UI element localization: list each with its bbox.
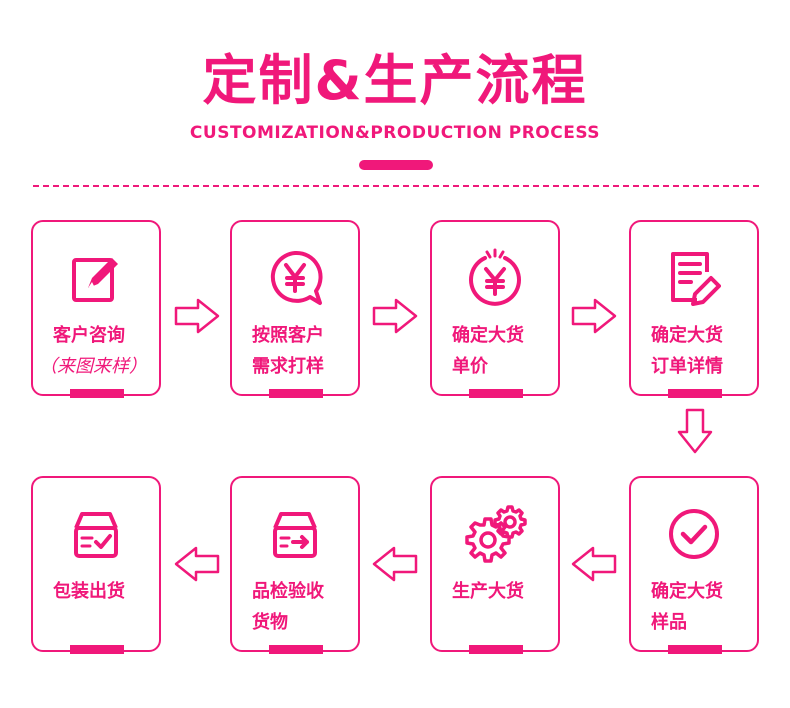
step-customer-consult: 客户咨询 （来图来样） bbox=[31, 220, 161, 398]
card-bar bbox=[269, 389, 323, 398]
step-label-line2: （来图来样） bbox=[39, 356, 147, 377]
step-label-line1: 确定大货 bbox=[651, 325, 723, 346]
step-packing-shipping: 包装出货 bbox=[31, 476, 161, 654]
step-label: 生产大货 bbox=[452, 576, 552, 607]
step-label: 确定大货 单价 bbox=[452, 320, 552, 382]
step-quality-inspection: 品检验收 货物 bbox=[230, 476, 360, 654]
step-label-line1: 品检验收 bbox=[252, 581, 324, 602]
yuan-chat-bubble-icon bbox=[232, 248, 358, 308]
step-label-line2: 样品 bbox=[651, 612, 687, 633]
step-label-line1: 生产大货 bbox=[452, 581, 524, 602]
page-subtitle: CUSTOMIZATION&PRODUCTION PROCESS bbox=[189, 123, 601, 143]
card-bar bbox=[70, 389, 124, 398]
step-unit-price: 确定大货 单价 bbox=[430, 220, 560, 398]
card-bar bbox=[70, 645, 124, 654]
step-mass-production: 生产大货 bbox=[430, 476, 560, 654]
step-label-line1: 客户咨询 bbox=[53, 325, 125, 346]
step-label: 确定大货 订单详情 bbox=[651, 320, 751, 382]
dashed-divider bbox=[33, 185, 759, 187]
arrow-right-icon bbox=[372, 298, 418, 334]
gears-icon bbox=[432, 504, 558, 564]
step-label-line2: 货物 bbox=[252, 612, 288, 633]
card-bar bbox=[668, 389, 722, 398]
step-label: 确定大货 样品 bbox=[651, 576, 751, 638]
step-label-line2: 需求打样 bbox=[252, 356, 324, 377]
arrow-right-icon bbox=[571, 298, 617, 334]
arrow-left-icon bbox=[174, 546, 220, 582]
step-label: 客户咨询 （来图来样） bbox=[39, 320, 153, 382]
order-document-icon bbox=[631, 248, 757, 308]
yuan-coin-icon bbox=[432, 248, 558, 308]
card-bar bbox=[668, 645, 722, 654]
check-circle-icon bbox=[631, 504, 757, 564]
box-check-icon bbox=[33, 504, 159, 564]
edit-note-icon bbox=[33, 248, 159, 308]
step-sample-making: 按照客户 需求打样 bbox=[230, 220, 360, 398]
step-label: 品检验收 货物 bbox=[252, 576, 352, 638]
step-label-line1: 按照客户 bbox=[252, 325, 324, 346]
step-label-line2: 订单详情 bbox=[651, 356, 723, 377]
step-label: 包装出货 bbox=[53, 576, 153, 607]
arrow-down-icon bbox=[677, 408, 713, 454]
card-bar bbox=[469, 389, 523, 398]
step-label-line1: 包装出货 bbox=[53, 581, 125, 602]
step-confirm-sample: 确定大货 样品 bbox=[629, 476, 759, 654]
box-arrow-icon bbox=[232, 504, 358, 564]
step-label-line1: 确定大货 bbox=[452, 325, 524, 346]
page-title: 定制&生产流程 bbox=[202, 49, 588, 112]
step-order-details: 确定大货 订单详情 bbox=[629, 220, 759, 398]
arrow-left-icon bbox=[571, 546, 617, 582]
title-underline bbox=[359, 160, 433, 170]
step-label: 按照客户 需求打样 bbox=[252, 320, 352, 382]
step-label-line2: 单价 bbox=[452, 356, 488, 377]
step-label-line1: 确定大货 bbox=[651, 581, 723, 602]
arrow-right-icon bbox=[174, 298, 220, 334]
arrow-left-icon bbox=[372, 546, 418, 582]
card-bar bbox=[269, 645, 323, 654]
card-bar bbox=[469, 645, 523, 654]
